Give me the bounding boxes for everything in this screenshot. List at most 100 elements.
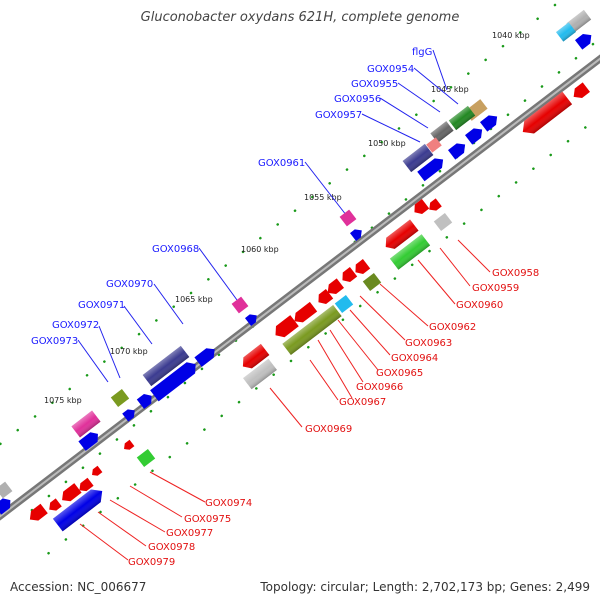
- connector-line: [129, 485, 183, 518]
- gene-feature: [334, 294, 354, 314]
- gene-feature: [92, 465, 103, 476]
- gene-feature: [124, 439, 135, 450]
- forward-genes: [0, 9, 592, 515]
- kbp-label: 1075 kbp: [44, 396, 82, 405]
- gene-feature: [242, 343, 270, 369]
- gene-label[interactable]: GOX0975: [184, 514, 231, 525]
- connector-line: [153, 283, 184, 325]
- gene-feature: [349, 229, 362, 242]
- kbp-label: 1055 kbp: [304, 193, 342, 202]
- gene-label[interactable]: GOX0974: [205, 498, 252, 509]
- gene-label[interactable]: GOX0978: [148, 542, 195, 553]
- gene-label[interactable]: GOX0961: [258, 158, 305, 169]
- gene-label[interactable]: GOX0967: [339, 397, 386, 408]
- gene-feature: [522, 91, 573, 134]
- gene-feature: [62, 483, 82, 502]
- gene-feature: [71, 410, 101, 438]
- kbp-label: 1060 kbp: [241, 245, 279, 254]
- connector-line: [109, 499, 166, 533]
- gene-feature: [414, 198, 430, 214]
- gene-feature: [480, 115, 498, 132]
- connector-line: [439, 247, 471, 287]
- gene-feature: [426, 137, 442, 153]
- reverse-label-connectors: [79, 239, 491, 561]
- gene-label[interactable]: GOX0979: [128, 557, 175, 568]
- gene-label[interactable]: GOX0964: [391, 353, 438, 364]
- gene-label[interactable]: GOX0958: [492, 268, 539, 279]
- genome-backbone: [0, 54, 600, 521]
- gene-feature: [52, 489, 103, 532]
- gene-label[interactable]: GOX0956: [334, 94, 381, 105]
- map-title: Gluconobacter oxydans 621H, complete gen…: [140, 10, 460, 25]
- gene-label[interactable]: GOX0963: [405, 338, 452, 349]
- gene-label[interactable]: GOX0969: [305, 424, 352, 435]
- gene-feature: [417, 158, 444, 182]
- gene-feature: [275, 315, 299, 338]
- connector-line: [349, 309, 391, 356]
- connector-line: [123, 305, 153, 345]
- gene-feature: [385, 219, 419, 249]
- connector-line: [337, 319, 379, 371]
- gene-feature: [575, 34, 592, 50]
- gene-feature: [573, 82, 590, 98]
- gene-feature: [433, 212, 453, 232]
- gene-label[interactable]: GOX0965: [376, 368, 423, 379]
- connector-line: [432, 49, 448, 91]
- gene-feature: [282, 304, 342, 356]
- gene-feature: [194, 348, 215, 367]
- connector-line: [379, 97, 429, 129]
- connector-line: [329, 329, 364, 383]
- forward-gene-track-ticks: [0, 3, 557, 446]
- kbp-label: 1040 kbp: [492, 31, 530, 40]
- gene-label[interactable]: flgG: [412, 47, 432, 58]
- kbp-labels: 1040 kbp 1045 kbp 1050 kbp 1055 kbp 1060…: [44, 31, 530, 405]
- gene-label[interactable]: GOX0959: [472, 283, 519, 294]
- gene-feature: [0, 498, 11, 515]
- forward-gene-labels: flgG GOX0954 GOX0955 GOX0956 GOX0957 GOX…: [31, 47, 432, 347]
- gene-feature: [402, 143, 434, 173]
- gene-feature: [342, 266, 358, 282]
- gene-feature: [136, 448, 156, 468]
- gene-feature: [150, 362, 196, 402]
- gene-label[interactable]: GOX0972: [52, 320, 99, 331]
- gene-feature: [294, 301, 318, 323]
- gene-label[interactable]: GOX0971: [78, 300, 125, 311]
- gene-feature: [448, 105, 476, 131]
- kbp-label: 1050 kbp: [368, 139, 406, 148]
- gene-label[interactable]: GOX0957: [315, 110, 362, 121]
- gene-label[interactable]: GOX0954: [367, 64, 414, 75]
- connector-line: [269, 387, 303, 428]
- gene-feature: [362, 272, 382, 292]
- gene-label[interactable]: GOX0962: [429, 322, 476, 333]
- connector-line: [417, 259, 456, 305]
- gene-label[interactable]: GOX0966: [356, 382, 403, 393]
- gene-feature: [0, 481, 13, 499]
- gene-feature: [78, 432, 98, 451]
- connector-line: [413, 67, 459, 105]
- gene-feature: [566, 9, 592, 33]
- gene-label[interactable]: GOX0968: [152, 244, 199, 255]
- reverse-genes: [29, 82, 590, 532]
- gene-feature: [244, 314, 257, 327]
- connector-line: [149, 471, 206, 503]
- connector-line: [397, 82, 441, 113]
- accession-label: Accession: NC_006677: [10, 580, 147, 594]
- gene-label[interactable]: GOX0973: [31, 336, 78, 347]
- gene-feature: [79, 477, 94, 492]
- gene-label[interactable]: GOX0970: [106, 279, 153, 290]
- gene-label[interactable]: GOX0955: [351, 79, 398, 90]
- connector-line: [97, 511, 147, 547]
- connector-line: [317, 339, 353, 399]
- gene-feature: [355, 258, 371, 274]
- connector-line: [379, 283, 429, 327]
- gene-feature: [465, 128, 483, 145]
- gene-feature: [110, 388, 130, 408]
- gene-feature: [327, 278, 344, 294]
- gene-label[interactable]: GOX0960: [456, 300, 503, 311]
- connector-line: [309, 359, 339, 401]
- gene-label[interactable]: GOX0977: [166, 528, 213, 539]
- gene-feature: [556, 22, 576, 42]
- gene-feature: [231, 296, 249, 314]
- connector-line: [98, 325, 121, 379]
